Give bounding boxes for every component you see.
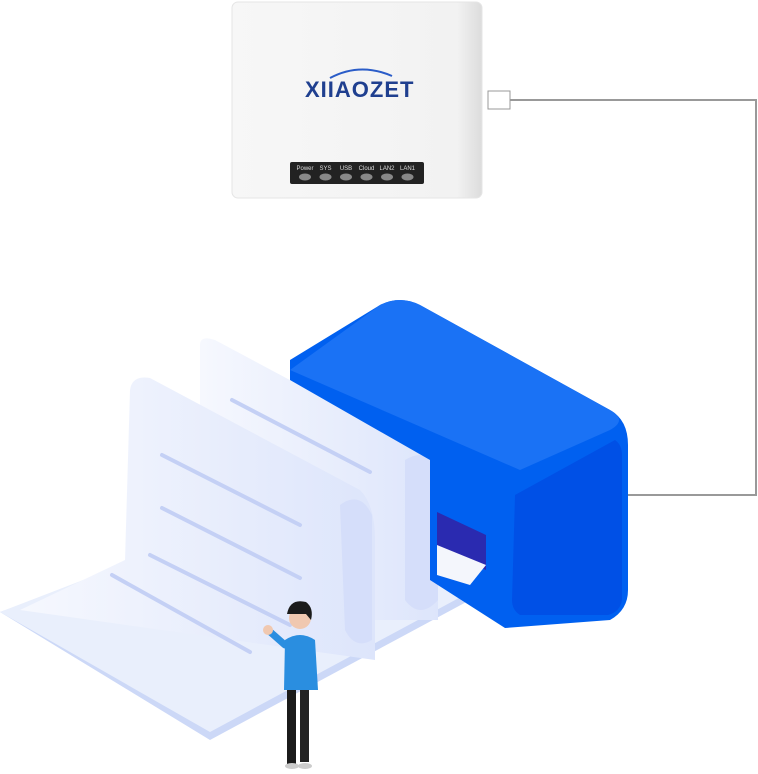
- indicator-label: Power: [296, 166, 313, 172]
- indicator-led: [360, 173, 373, 181]
- brand-logo: XIIAOZET: [305, 77, 414, 102]
- paper-stack: [0, 338, 470, 740]
- printer-device: [290, 300, 628, 628]
- indicator-led: [319, 173, 332, 181]
- person-figure: [263, 601, 318, 769]
- router-device: XIIAOZET Power SYS USB Cloud LAN2 LAN1: [231, 1, 483, 199]
- indicator-label: LAN2: [379, 166, 395, 172]
- network-cable: [487, 90, 757, 496]
- indicator-label: USB: [340, 166, 352, 172]
- indicator-label: Cloud: [359, 166, 375, 172]
- indicator-led: [299, 173, 311, 181]
- indicator-led: [381, 173, 393, 181]
- indicator-led: [401, 173, 414, 181]
- indicator-led: [340, 173, 352, 181]
- indicator-label: LAN1: [400, 166, 416, 172]
- indicator-label: SYS: [319, 166, 331, 172]
